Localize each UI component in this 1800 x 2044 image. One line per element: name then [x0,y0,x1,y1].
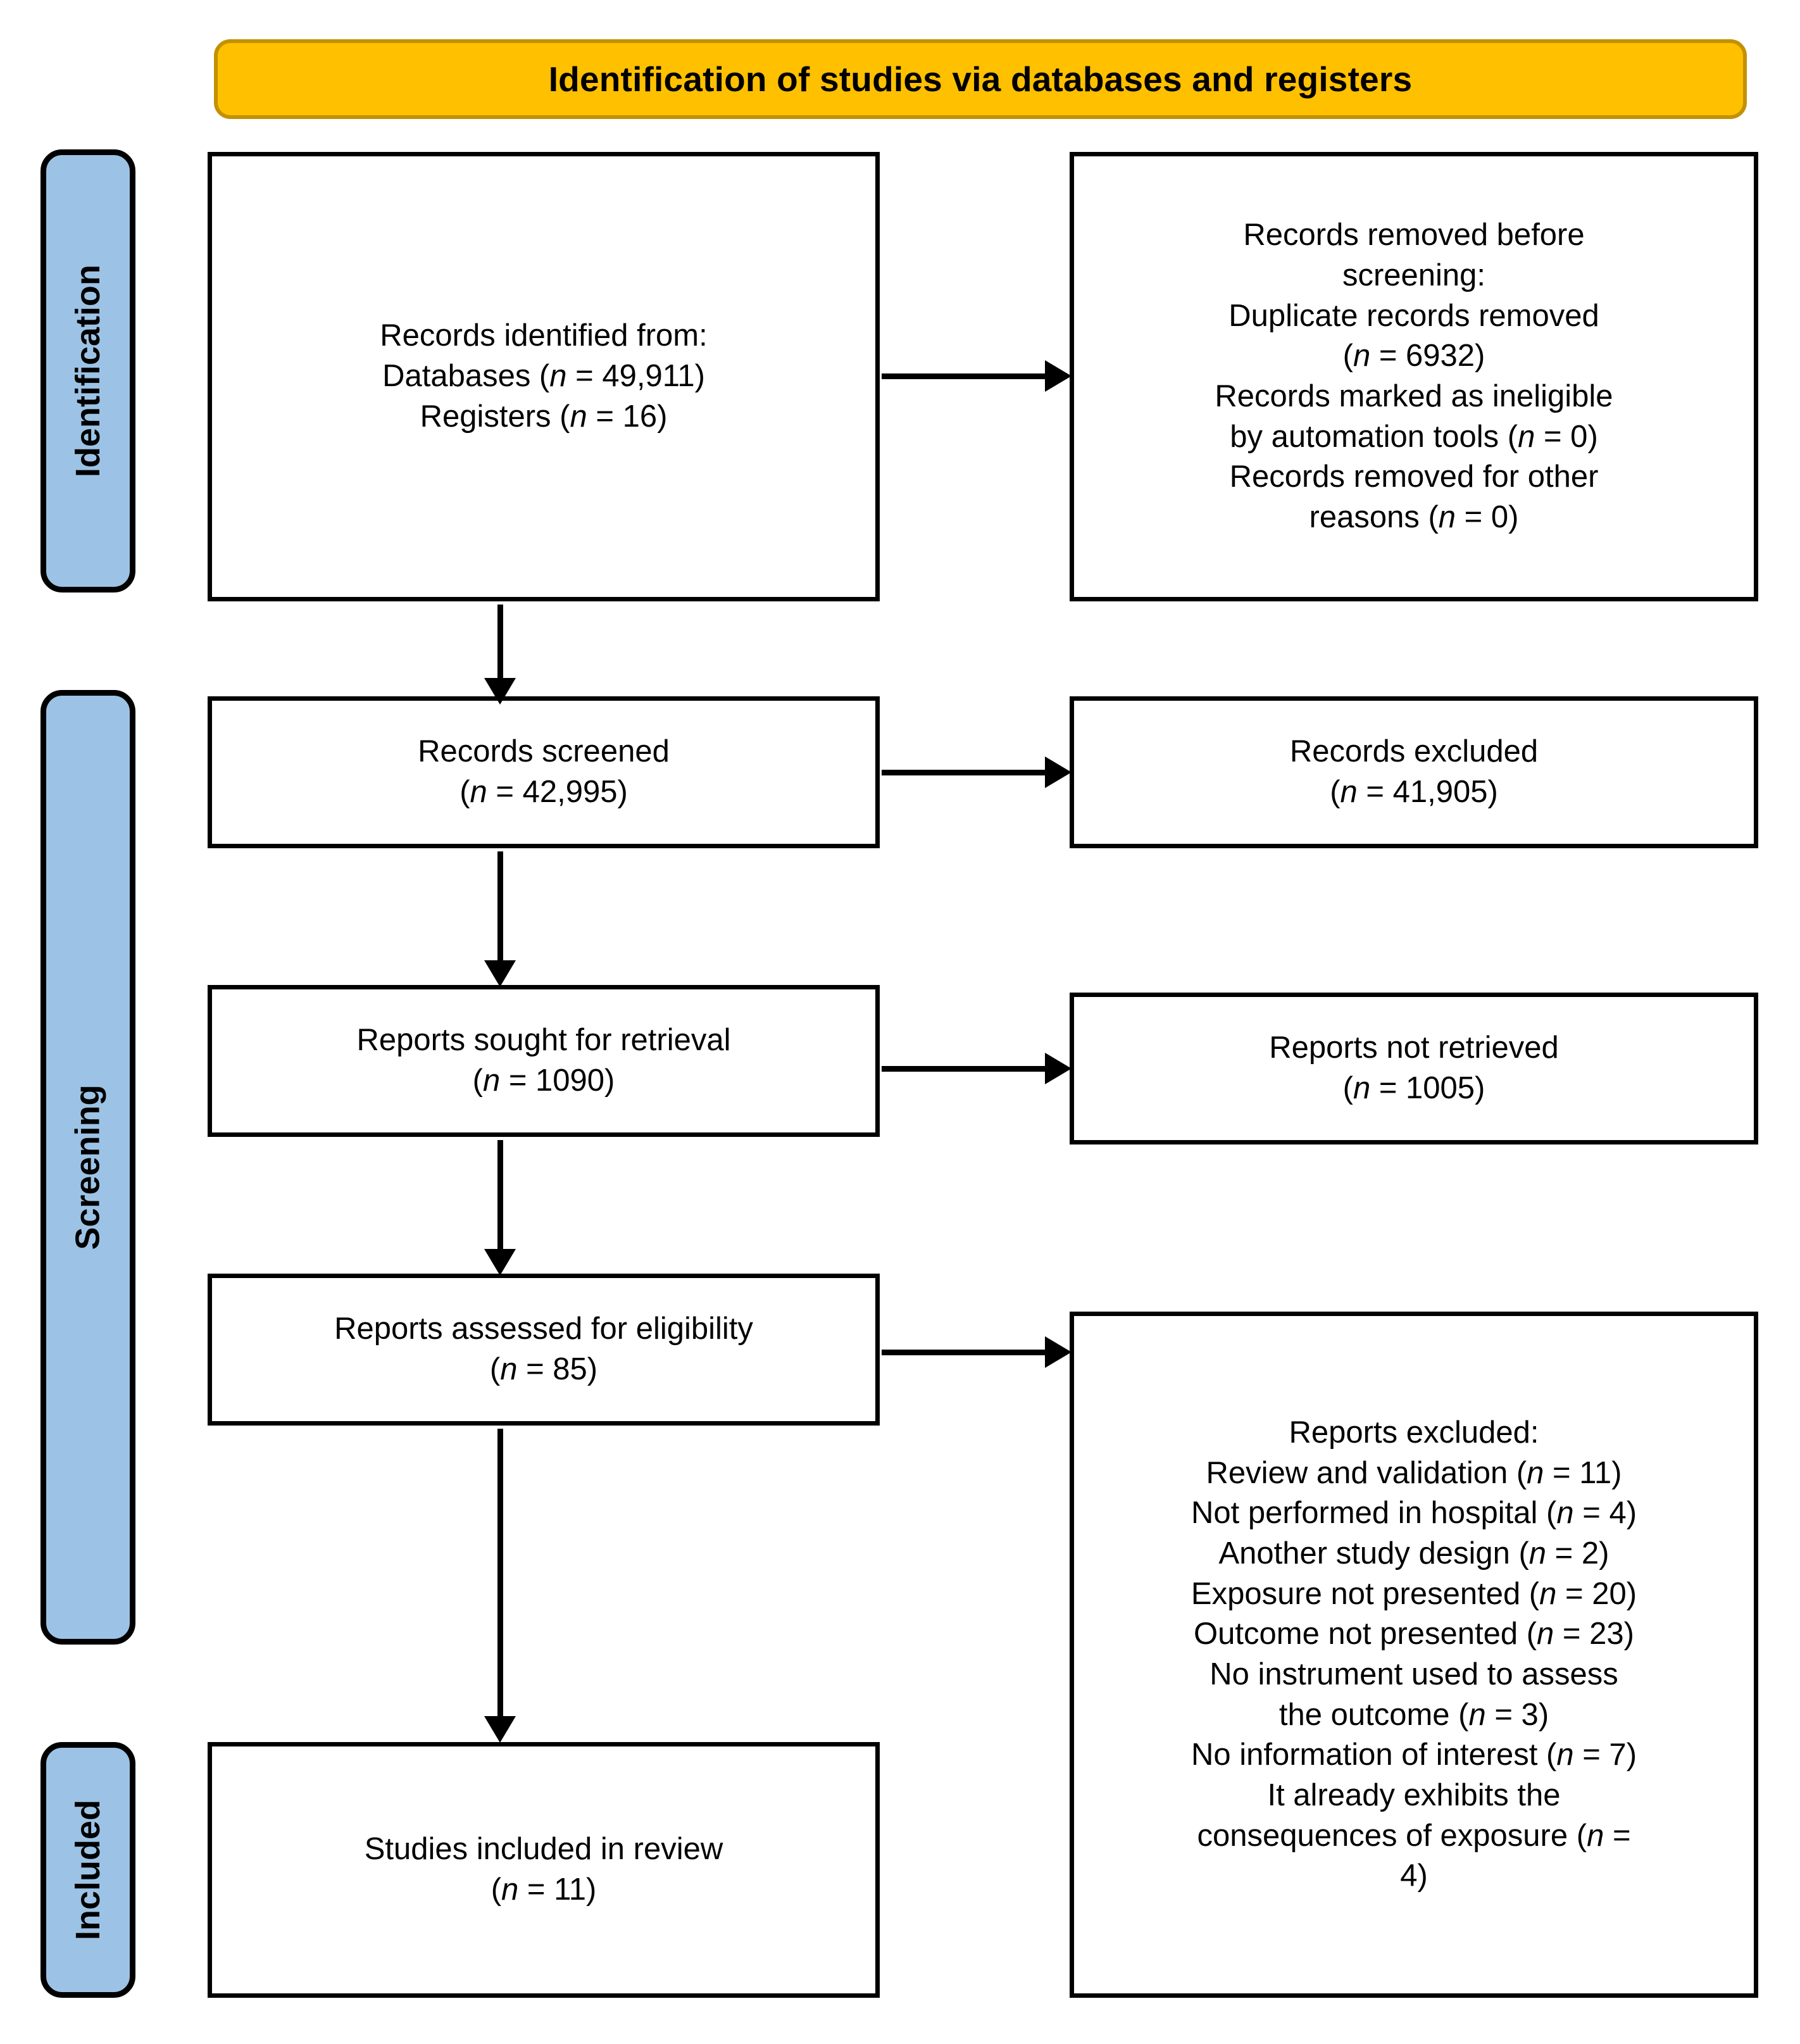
box-text-line: Reports not retrieved [1269,1031,1559,1065]
box-records-removed-before-screening: Records removed before screening: Duplicat… [1070,152,1758,601]
arrow-head-icon [1045,1053,1072,1084]
box-text-line: (n = 11) [491,1872,597,1907]
box-text: Reports excluded: Review and validation (… [1088,1413,1740,1897]
box-text-line: Outcome not presented (n = 23) [1194,1617,1634,1652]
box-text-line: Records screened [418,734,670,769]
box-text-line: Records marked as ineligible [1215,379,1613,413]
arrow-head-icon [1045,756,1072,788]
box-records-excluded: Records excluded (n = 41,905) [1070,696,1758,848]
box-text-line: (n = 1005) [1342,1071,1485,1105]
stage-label-included: Included [69,1799,108,1941]
arrow-head-icon [484,960,516,987]
box-text: Records excluded (n = 41,905) [1088,732,1740,812]
arrow-shaft [882,1350,1047,1355]
box-reports-not-retrieved: Reports not retrieved (n = 1005) [1070,993,1758,1144]
box-text-line: Registers (n = 16) [420,399,668,434]
box-reports-sought-for-retrieval: Reports sought for retrieval (n = 1090) [208,985,880,1137]
box-text: Studies included in review (n = 11) [226,1829,861,1910]
box-text: Reports assessed for eligibility (n = 85) [226,1309,861,1389]
box-records-identified: Records identified from: Databases (n = 4… [208,152,880,601]
arrow-head-icon [484,678,516,705]
box-text-line: consequences of exposure (n = [1197,1818,1631,1853]
arrow-head-icon [484,1249,516,1276]
box-text-line: No information of interest (n = 7) [1191,1738,1637,1772]
arrow-shaft [497,1429,503,1719]
stage-label-identification: Identification [69,265,107,477]
box-text-line: (n = 6932) [1342,339,1485,373]
page-title: Identification of studies via databases … [548,60,1413,99]
box-text-line: Another study design (n = 2) [1218,1536,1609,1571]
stage-bar-included: Included [41,1742,135,1998]
box-text-line: It already exhibits the [1267,1778,1561,1813]
stage-bar-screening: Screening [41,690,135,1645]
arrow-shaft [882,770,1047,775]
box-text: Reports not retrieved (n = 1005) [1088,1028,1740,1108]
box-text: Records identified from: Databases (n = 4… [226,316,861,437]
arrow-head-icon [1045,1336,1072,1368]
box-text-line: Reports sought for retrieval [356,1023,731,1058]
arrow-shaft [497,1140,503,1251]
box-text-line: (n = 41,905) [1330,775,1498,809]
box-studies-included-in-review: Studies included in review (n = 11) [208,1742,880,1998]
arrow-shaft [882,373,1047,379]
box-text-line: Records excluded [1289,734,1539,769]
box-text: Records screened (n = 42,995) [226,732,861,812]
box-text-line: (n = 1090) [472,1063,615,1098]
box-reports-assessed-for-eligibility: Reports assessed for eligibility (n = 85) [208,1274,880,1426]
box-text-line: Records removed for other [1229,460,1599,494]
box-text-line: Records removed before [1243,218,1585,253]
box-text-line: the outcome (n = 3) [1278,1697,1549,1732]
box-text-line: 4) [1400,1859,1428,1893]
box-text-line: Review and validation (n = 11) [1206,1455,1622,1490]
box-records-screened: Records screened (n = 42,995) [208,696,880,848]
box-text: Reports sought for retrieval (n = 1090) [226,1020,861,1101]
box-text-line: Databases (n = 49,911) [382,359,705,394]
box-text-line: Reports excluded: [1289,1415,1539,1450]
box-text-line: reasons (n = 0) [1309,500,1519,535]
box-text-line: Not performed in hospital (n = 4) [1191,1496,1637,1531]
box-text-line: Reports assessed for eligibility [334,1312,753,1346]
box-text-line: by automation tools (n = 0) [1230,419,1598,454]
stage-bar-identification: Identification [41,149,135,593]
box-text-line: screening: [1342,258,1486,292]
box-reports-excluded: Reports excluded: Review and validation (… [1070,1312,1758,1998]
box-text: Records removed before screening: Duplicat… [1088,215,1740,538]
stage-label-screening: Screening [69,1084,107,1250]
box-text-line: (n = 85) [489,1352,598,1386]
box-text-line: Records identified from: [380,318,708,353]
arrow-head-icon [1045,360,1072,392]
box-text-line: Exposure not presented (n = 20) [1191,1576,1637,1611]
arrow-shaft [497,851,503,963]
box-text-line: No instrument used to assess [1209,1657,1618,1691]
box-text-line: Duplicate records removed [1228,298,1599,333]
arrow-head-icon [484,1716,516,1743]
box-text-line: (n = 42,995) [459,775,628,809]
arrow-shaft [882,1066,1047,1072]
arrow-shaft [497,605,503,680]
diagram-header-banner: Identification of studies via databases … [214,39,1747,119]
box-text-line: Studies included in review [364,1832,723,1867]
